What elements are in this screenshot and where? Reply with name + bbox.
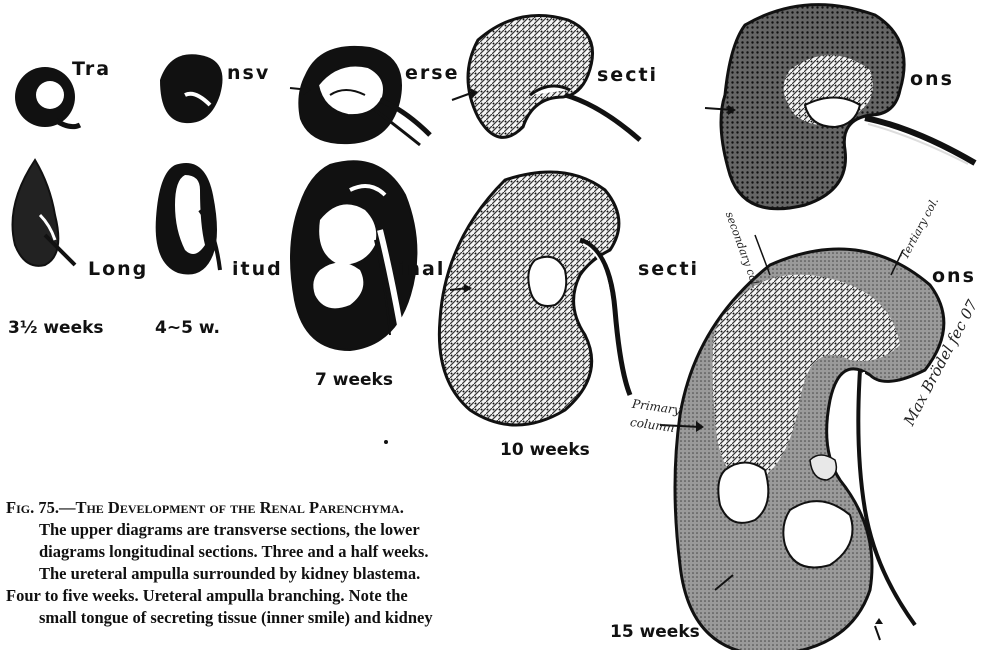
caption-line-5: small tongue of secreting tissue (inner …: [6, 607, 666, 629]
label-transverse-part-2: nsv: [227, 62, 270, 84]
kidney-3-5-weeks-longitudinal: [13, 160, 76, 266]
label-transverse-part-1: Tra: [72, 58, 111, 80]
kidney-15-weeks-transverse: [705, 5, 975, 209]
caption-line-2: diagrams longitudinal sections. Three an…: [6, 541, 666, 563]
figure-caption: Fig. 75.—The Development of the Renal Pa…: [6, 497, 666, 629]
ink-dot: [384, 440, 388, 444]
label-weeks-4-5: 4~5 w.: [155, 318, 220, 338]
label-longitudinal-part-1: Long: [88, 258, 148, 280]
kidney-3-5-weeks-transverse: [15, 67, 80, 127]
label-longitudinal-part-2: itud: [232, 258, 283, 280]
label-weeks-3-5: 3½ weeks: [8, 318, 104, 338]
label-longitudinal-part-4: secti: [638, 258, 699, 280]
caption-heading: Fig. 75.—The Development of the Renal Pa…: [6, 497, 666, 519]
label-longitudinal-part-5: ons: [932, 265, 976, 287]
kidney-10-weeks-longitudinal: [439, 172, 630, 425]
caption-line-4: Four to five weeks. Ureteral ampulla bra…: [6, 585, 666, 607]
caption-figure-label: Fig. 75.: [6, 498, 59, 517]
kidney-7-weeks-transverse: [290, 46, 430, 145]
label-transverse-part-4: secti: [597, 64, 658, 86]
label-transverse-part-3: erse: [405, 62, 459, 84]
caption-line-1: The upper diagrams are transverse sectio…: [6, 519, 666, 541]
label-weeks-7: 7 weeks: [315, 370, 393, 390]
label-longitudinal-part-3: inal: [398, 258, 445, 280]
kidney-15-weeks-longitudinal: [660, 235, 944, 650]
caption-title: —The Development of the Renal Parenchyma…: [59, 498, 404, 517]
label-weeks-10: 10 weeks: [500, 440, 590, 460]
kidney-4-5-weeks-transverse: [160, 54, 223, 123]
kidney-4-5-weeks-longitudinal: [156, 163, 220, 275]
kidney-7-weeks-longitudinal: [291, 161, 416, 350]
caption-line-3: The ureteral ampulla surrounded by kidne…: [6, 563, 666, 585]
label-transverse-part-5: ons: [910, 68, 954, 90]
